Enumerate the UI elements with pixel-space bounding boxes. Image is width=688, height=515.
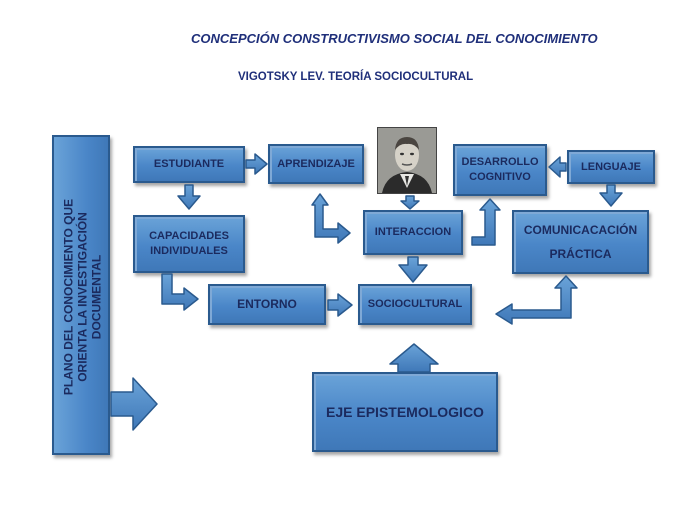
node-desarrollo-line-1: DESARROLLO [461,156,539,169]
node-interaccion-label: INTERACCION [374,226,452,239]
arrow-lenguaje-desarrollo [548,156,567,178]
side-panel: PLANO DEL CONOCIMIENTO QUE ORIENTA LA IN… [52,135,110,455]
node-entorno-label: ENTORNO [237,297,297,312]
arrow-lenguaje-comunicacion [599,184,623,207]
arrow-interaccion-sociocultural [398,256,428,283]
arrow-side-panel [110,377,158,431]
node-comunicacion-line-1: COMUNICACACIÓN [523,222,638,237]
arrow-capacidades-entorno [161,273,199,311]
arrow-aprendizaje-interaccion [311,193,351,244]
node-lenguaje-label: LENGUAJE [581,160,641,173]
portrait-icon [378,128,436,193]
node-interaccion: INTERACCION [363,210,463,255]
arrow-eje-sociocultural [389,343,439,373]
node-sociocultural-label: SOCIOCULTURAL [367,298,463,311]
portrait-photo [377,127,437,194]
node-aprendizaje: APRENDIZAJE [268,144,364,184]
node-desarrollo-cognitivo: DESARROLLO COGNITIVO [453,144,547,196]
node-estudiante-label: ESTUDIANTE [153,158,225,171]
arrow-entorno-sociocultural [327,293,353,317]
node-aprendizaje-label: APRENDIZAJE [277,157,355,170]
node-comunicacion-practica: COMUNICACACIÓN PRÁCTICA [512,210,649,274]
diagram-subtitle: VIGOTSKY LEV. TEORÍA SOCIOCULTURAL [238,71,474,83]
arrow-photo-interaccion [400,195,420,210]
diagram-title: CONCEPCIÓN CONSTRUCTIVISMO SOCIAL DEL CO… [191,31,598,46]
arrow-interaccion-desarrollo [471,198,501,246]
node-capacidades-line-1: CAPACIDADES [149,230,229,243]
node-comunicacion-line-2: PRÁCTICA [549,247,612,261]
node-eje-epistemologico: EJE EPISTEMOLOGICO [312,372,498,452]
node-capacidades-line-2: INDIVIDUALES [150,245,228,257]
arrow-comunicacion-sociocultural [495,275,578,325]
node-lenguaje: LENGUAJE [567,150,655,184]
node-capacidades-individuales: CAPACIDADES INDIVIDUALES [133,215,245,273]
node-entorno: ENTORNO [208,284,326,325]
arrow-estudiante-aprendizaje [245,153,268,175]
node-desarrollo-line-2: COGNITIVO [469,171,531,183]
node-sociocultural: SOCIOCULTURAL [358,284,472,325]
node-estudiante: ESTUDIANTE [133,146,245,183]
node-eje-label: EJE EPISTEMOLOGICO [326,403,484,420]
arrow-estudiante-capacidades [177,184,201,210]
